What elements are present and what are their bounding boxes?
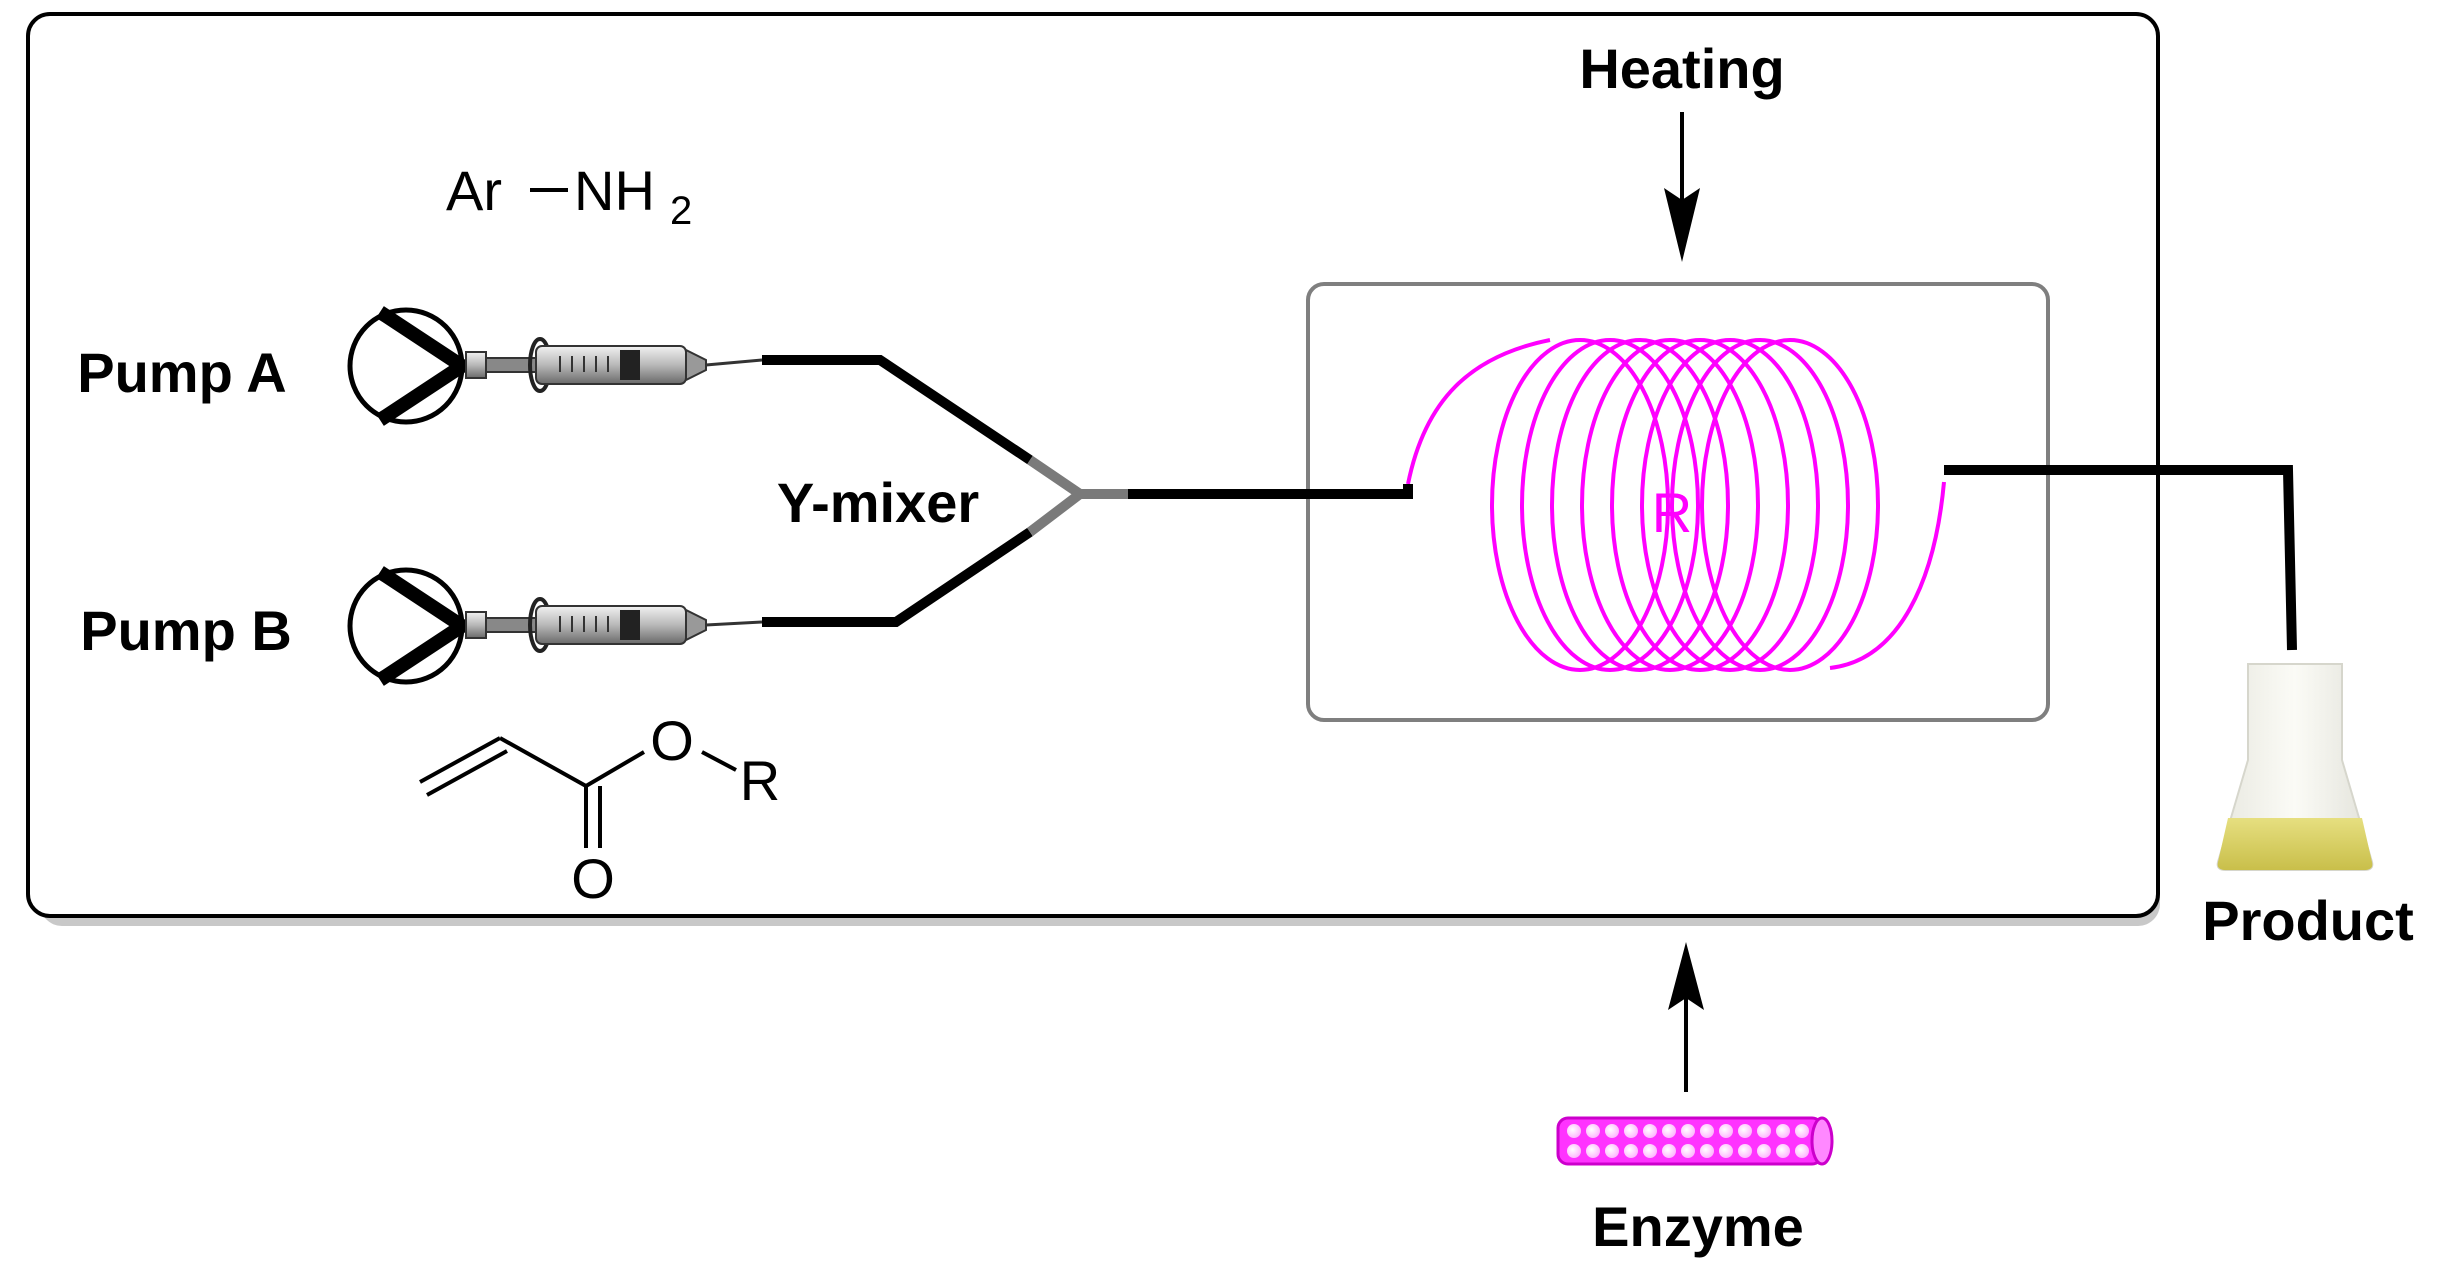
enzyme-bead [1624,1144,1638,1158]
enzyme-bead [1643,1124,1657,1138]
reactor-label: R [1652,481,1692,544]
acrylate-structure: O R O [419,709,780,910]
enzyme-bead [1719,1124,1733,1138]
enzyme-bead [1662,1144,1676,1158]
enzyme-bead [1586,1124,1600,1138]
enzyme-label: Enzyme [1592,1195,1804,1258]
acrylate-carbonyl-o: O [571,847,615,910]
enzyme-bead [1757,1124,1771,1138]
syringe-b [465,597,763,653]
amine-nh: NH [574,159,655,222]
enzyme-bead [1795,1124,1809,1138]
enzyme-bead [1567,1124,1581,1138]
enzyme-bead [1757,1144,1771,1158]
enzyme-bead [1776,1144,1790,1158]
enzyme-bead [1776,1124,1790,1138]
enzyme-bead [1662,1124,1676,1138]
enzyme-bead [1700,1124,1714,1138]
enzyme-arrow [1668,942,1704,1092]
main-frame [26,12,2160,926]
syringe-a [465,337,763,393]
enzyme-bead [1700,1144,1714,1158]
enzyme-bead [1719,1144,1733,1158]
pump-a [347,306,475,426]
enzyme-bead [1586,1144,1600,1158]
enzyme-bead [1795,1144,1809,1158]
enzyme-bead [1624,1124,1638,1138]
reactor-box [1306,282,2050,722]
acrylate-ester-o: O [650,709,694,772]
heating-label: Heating [1579,37,1784,100]
enzyme-bead [1738,1124,1752,1138]
product-flask [2216,663,2374,871]
enzyme-bead [1681,1124,1695,1138]
y-mixer-label: Y-mixer [777,471,979,534]
acrylate-r: R [740,749,780,812]
tubing [762,355,2297,651]
enzyme-cartridge [1556,1116,1834,1166]
product-label: Product [2202,889,2414,952]
enzyme-bead [1681,1144,1695,1158]
pump-b [347,566,475,686]
enzyme-bead [1567,1144,1581,1158]
heating-arrow [1664,112,1700,262]
amine-structure: Ar NH 2 [446,159,692,233]
enzyme-bead [1643,1144,1657,1158]
product-liquid [2217,818,2373,870]
enzyme-bead [1738,1144,1752,1158]
coil-reactor [1406,338,1946,672]
amine-ar: Ar [446,159,502,222]
frame-border [26,12,2160,918]
pump-b-label: Pump B [80,599,292,662]
enzyme-bead [1605,1124,1619,1138]
amine-subscript: 2 [670,189,692,233]
pump-a-label: Pump A [77,341,286,404]
enzyme-bead [1605,1144,1619,1158]
